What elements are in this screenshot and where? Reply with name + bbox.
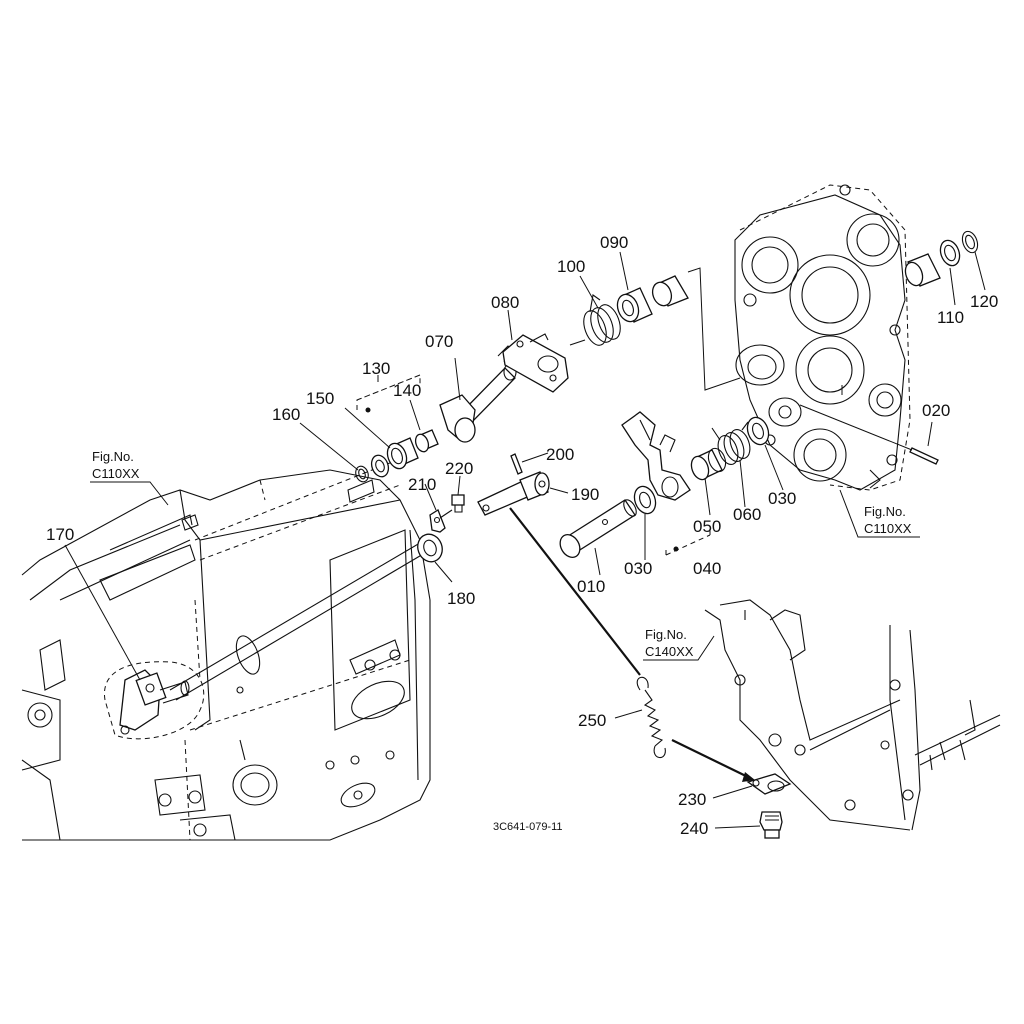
part-190-lever xyxy=(477,471,550,516)
part-250-tension-spring xyxy=(509,507,755,782)
part-240-drain-plug xyxy=(759,811,783,839)
part-100-torsion-spring xyxy=(569,294,621,346)
lower-case-right xyxy=(704,599,1001,831)
label-050: 050 xyxy=(693,517,721,536)
label-060: 060 xyxy=(733,505,761,524)
figure-reference-right: Fig.No. C110XX xyxy=(864,504,912,536)
label-230: 230 xyxy=(678,790,706,809)
transmission-case-left xyxy=(21,454,431,841)
part-050-collar xyxy=(690,447,727,481)
label-090: 090 xyxy=(600,233,628,252)
label-220: 220 xyxy=(445,459,473,478)
label-080: 080 xyxy=(491,293,519,312)
fig-ref-lower-line2: C140XX xyxy=(645,644,694,659)
part-030-washer-b xyxy=(746,416,770,446)
label-120: 120 xyxy=(970,292,998,311)
group-040-dot xyxy=(673,546,679,552)
label-030-a: 030 xyxy=(624,559,652,578)
label-130: 130 xyxy=(362,359,390,378)
label-150: 150 xyxy=(306,389,334,408)
leader-lines xyxy=(64,251,986,829)
label-020: 020 xyxy=(922,401,950,420)
group-130-dot xyxy=(365,407,371,413)
part-labels: 010 020 030 030 040 050 060 070 080 090 … xyxy=(46,233,998,838)
label-070: 070 xyxy=(425,332,453,351)
label-010: 010 xyxy=(577,577,605,596)
part-120-circlip xyxy=(961,230,979,254)
part-210-bracket xyxy=(429,509,446,533)
label-180: 180 xyxy=(447,589,475,608)
part-030-washer-a xyxy=(633,485,657,515)
part-090-collar xyxy=(616,275,689,323)
part-140-collar xyxy=(414,429,439,453)
fig-ref-left-line2: C110XX xyxy=(92,466,140,481)
label-240: 240 xyxy=(680,819,708,838)
part-220-bolt xyxy=(439,494,465,519)
label-140: 140 xyxy=(393,381,421,400)
fig-ref-right-line2: C110XX xyxy=(864,521,912,536)
part-180-oil-seal xyxy=(417,533,443,563)
label-040: 040 xyxy=(693,559,721,578)
part-170-lever xyxy=(103,661,205,740)
label-250: 250 xyxy=(578,711,606,730)
label-210: 210 xyxy=(408,475,436,494)
part-110-bushing xyxy=(904,239,961,287)
front-housing-right xyxy=(734,184,911,491)
drawing-code: 3C641-079-11 xyxy=(493,821,563,833)
part-080-arm xyxy=(502,333,569,393)
part-010-pin xyxy=(559,499,637,558)
part-150-bearing xyxy=(370,437,419,478)
label-160: 160 xyxy=(272,405,300,424)
part-160-snap-ring xyxy=(355,465,369,483)
part-200-spring-pin xyxy=(510,453,523,475)
fig-ref-lower-line1: Fig.No. xyxy=(645,627,687,642)
group-130-bracket xyxy=(356,374,421,410)
leader-090-to-housing xyxy=(687,267,741,391)
fig-ref-left-line1: Fig.No. xyxy=(92,449,134,464)
label-110: 110 xyxy=(937,308,964,327)
label-030-b: 030 xyxy=(768,489,796,508)
figure-reference-lower: Fig.No. C140XX xyxy=(645,627,694,659)
label-100: 100 xyxy=(557,257,585,276)
part-040-shift-arm xyxy=(621,411,691,501)
fig-ref-right-line1: Fig.No. xyxy=(864,504,906,519)
part-230-plate xyxy=(746,773,792,795)
label-200: 200 xyxy=(546,445,574,464)
part-060-torsion-spring xyxy=(711,421,751,465)
group-040-bracket xyxy=(665,528,711,556)
figure-reference-left: Fig.No. C110XX xyxy=(92,449,140,481)
part-020-dowel-pin xyxy=(799,404,939,465)
label-190: 190 xyxy=(571,485,599,504)
label-170: 170 xyxy=(46,525,74,544)
